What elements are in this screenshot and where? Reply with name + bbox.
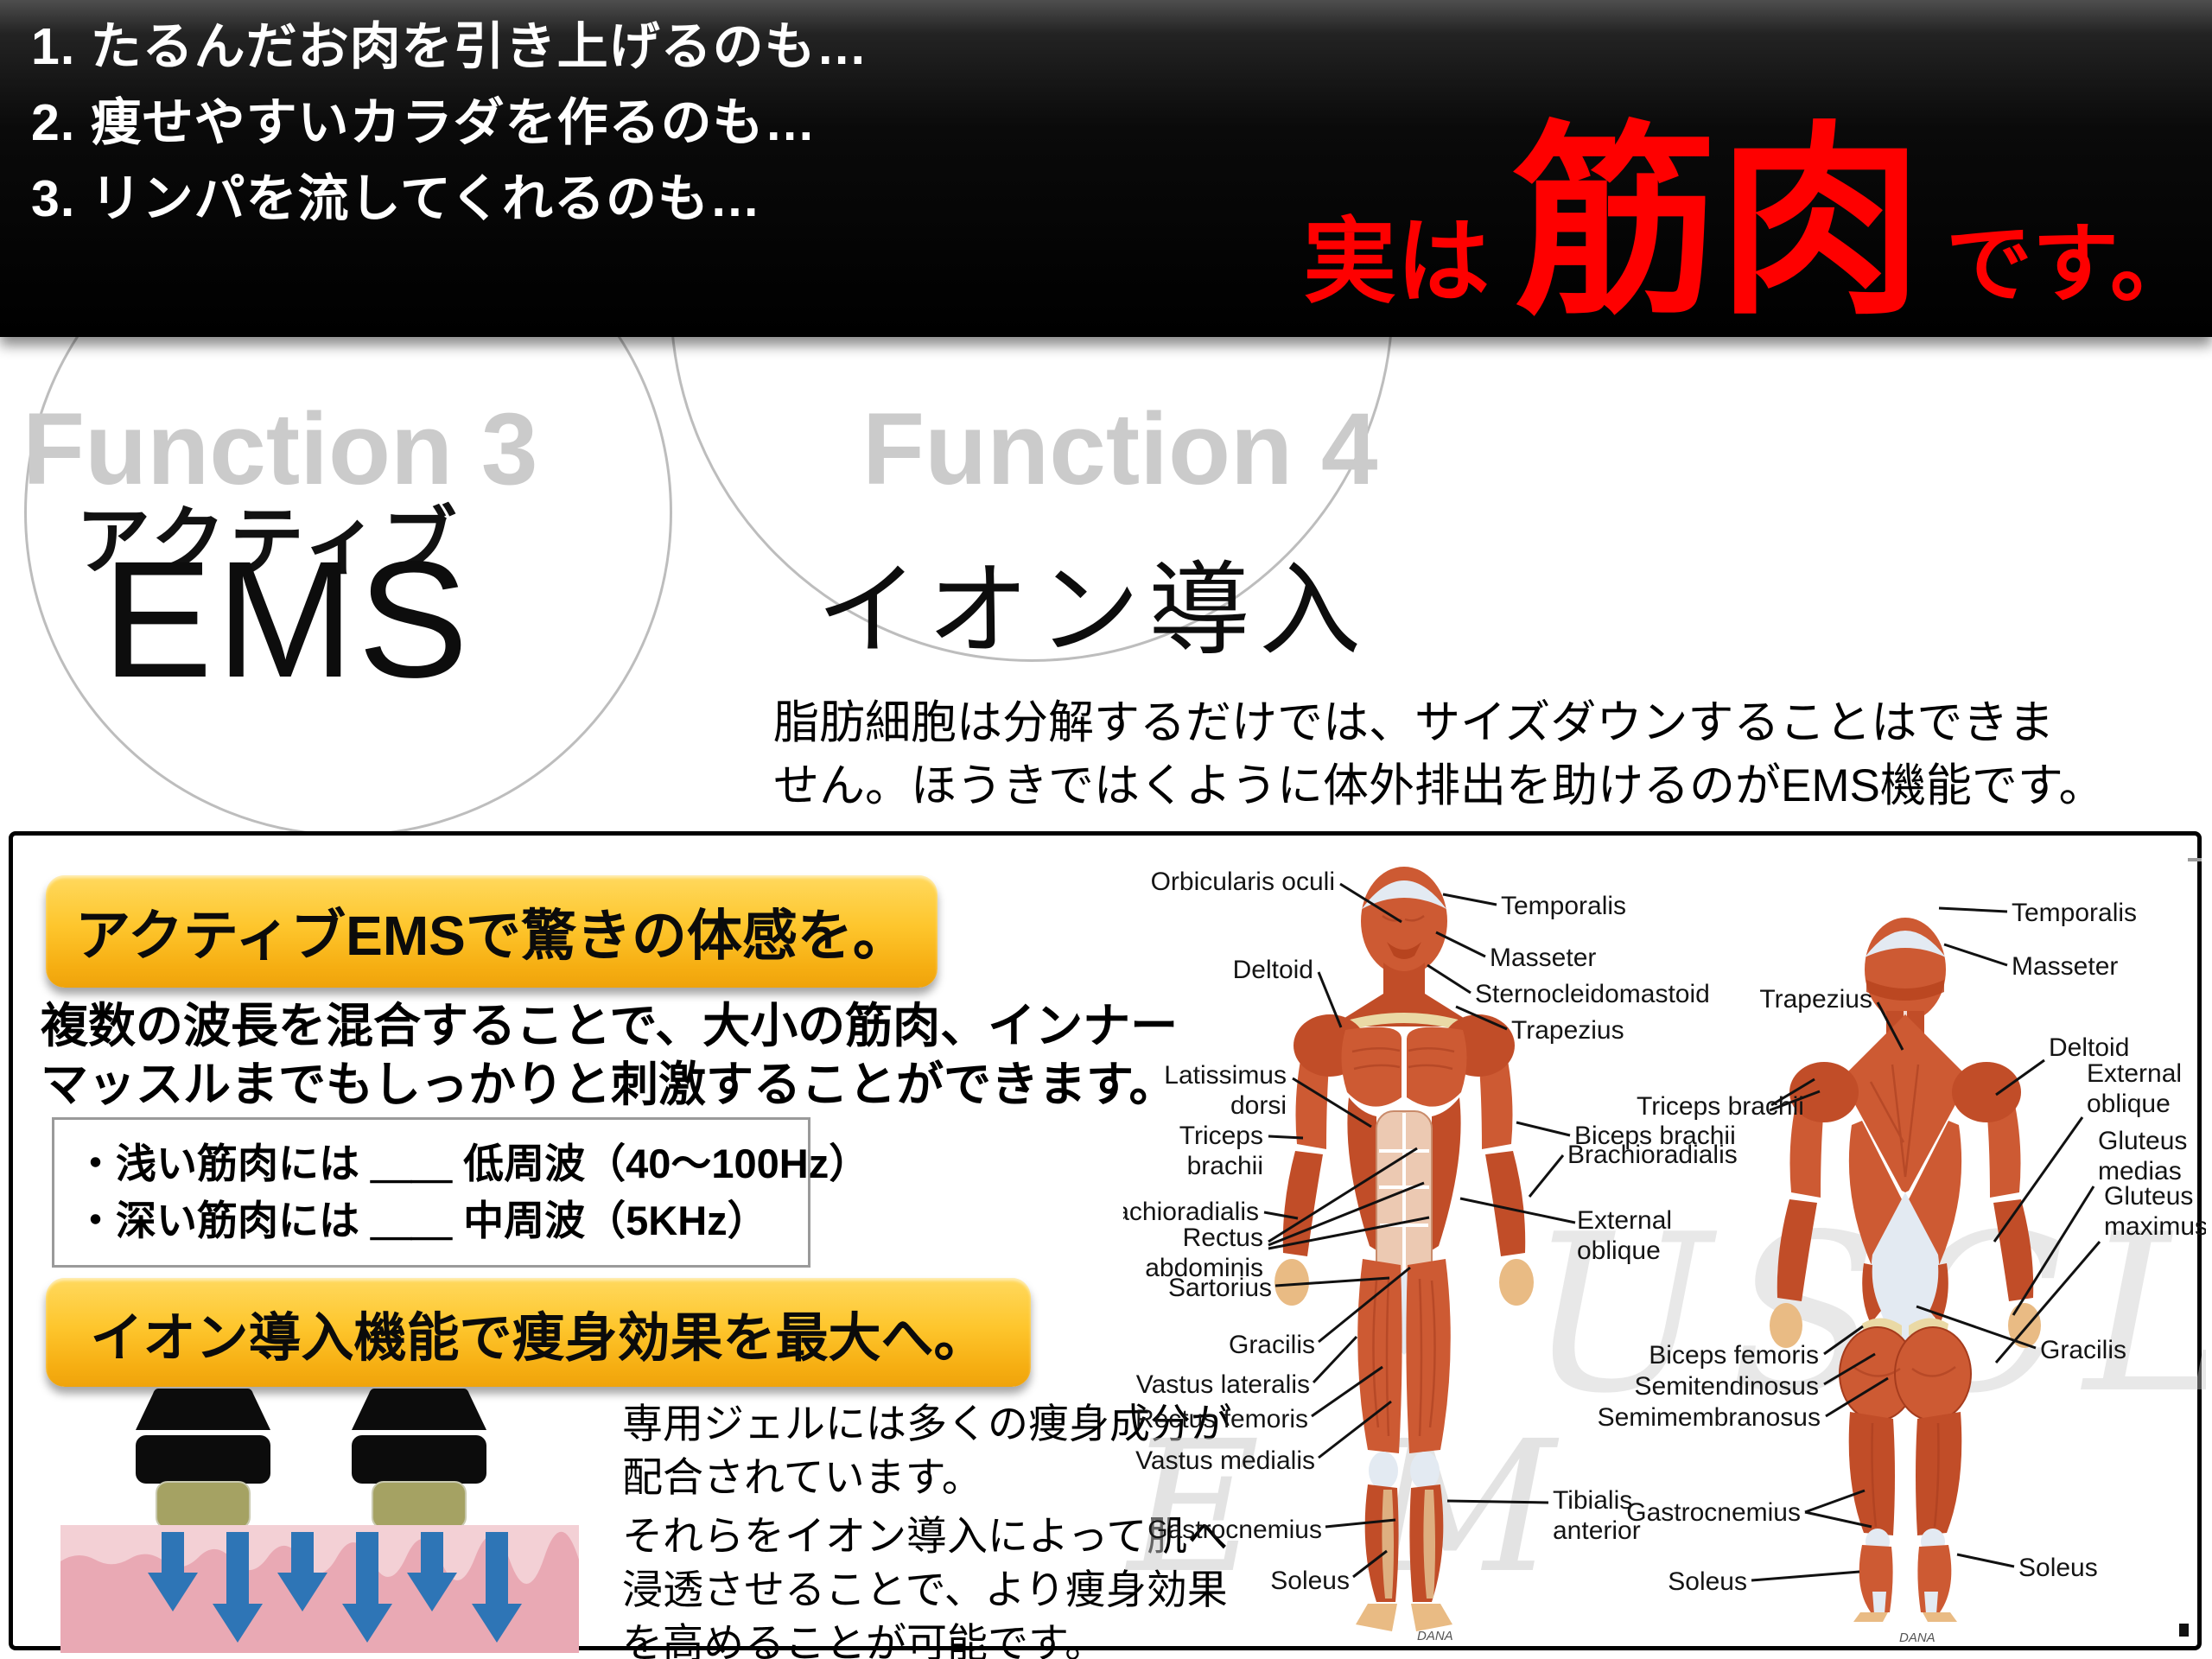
frequency-note-shallow: ・浅い筋肉には ＿＿ 低周波（40～100Hz） bbox=[75, 1141, 870, 1186]
penetration-arrow-icons bbox=[148, 1532, 522, 1643]
content-panel: アクティブEMSで驚きの体感を。 複数の波長を混合することで、大小の筋肉、インナ… bbox=[9, 831, 2206, 1659]
label-leader-lines bbox=[1263, 882, 2101, 1582]
artist-signature: DANA bbox=[1899, 1630, 1936, 1645]
muscle-label: Gastrocnemius bbox=[1626, 1498, 1801, 1527]
muscle-label: Masseter bbox=[1490, 944, 1597, 972]
function4-description-line2: せん。ほうきではくように体外排出を助けるのがEMS機能です。 bbox=[773, 760, 2105, 811]
muscle-label: Soleus bbox=[1668, 1567, 1747, 1596]
corner-square-mark bbox=[2179, 1624, 2189, 1637]
ems-description: 複数の波長を混合することで、大小の筋肉、インナー マッスルまでもしっかりと刺激す… bbox=[41, 996, 1178, 1114]
muscle-label: Semimembranosus bbox=[1597, 1403, 1821, 1432]
muscle-label: Deltoid bbox=[1232, 956, 1313, 984]
muscle-label: Latissimus dorsi bbox=[1164, 1061, 1287, 1120]
muscle-label: Sartorius bbox=[1167, 1274, 1272, 1302]
muscle-label: Brachioradialis bbox=[1567, 1141, 1738, 1169]
function4-label: Function 4 bbox=[862, 392, 1378, 506]
muscle-label: Gracilis bbox=[2040, 1336, 2127, 1364]
electrode-icon bbox=[136, 1389, 486, 1529]
gel-note-2-line2: 浸透させることで、より痩身効果 bbox=[622, 1567, 1228, 1612]
muscle-label: Biceps femoris bbox=[1649, 1341, 1819, 1370]
muscle-label: Trapezius bbox=[1759, 985, 1872, 1014]
ems-description-line1: 複数の波長を混合することで、大小の筋肉、インナー bbox=[41, 999, 1179, 1052]
muscle-label: Soleus bbox=[1270, 1567, 1350, 1595]
watermark-text: E M bbox=[1128, 1402, 1582, 1613]
function3-title: EMS bbox=[102, 526, 473, 712]
gel-note-2-line1: それらをイオン導入によって肌へ bbox=[622, 1513, 1229, 1559]
frequency-note-box: ・浅い筋肉には ＿＿ 低周波（40～100Hz） ・深い筋肉には ＿＿ 中周波（… bbox=[52, 1117, 870, 1268]
muscle-label: Tibialis anterior bbox=[1553, 1486, 1641, 1545]
muscle-label: Gracilis bbox=[1228, 1331, 1315, 1359]
back-muscle-figure-illustration bbox=[1770, 918, 2041, 1622]
function4-title: イオン導入 bbox=[817, 554, 1370, 668]
gel-note-2-line3: を高めることが可能です。 bbox=[622, 1620, 1106, 1659]
gel-note-1-line2: 配合されています。 bbox=[622, 1454, 982, 1500]
benefit-item-1: 1. たるんだお肉を引き上げるのも… bbox=[31, 18, 868, 75]
function4-description: 脂肪細胞は分解するだけでは、サイズダウンすることはできま せん。ほうきではくよう… bbox=[773, 691, 2105, 817]
punchline-tail: です。 bbox=[1946, 216, 2196, 313]
muscle-label: Soleus bbox=[2018, 1554, 2098, 1582]
muscle-label: Deltoid bbox=[2049, 1033, 2130, 1062]
muscle-label: Biceps brachii bbox=[1574, 1122, 1736, 1150]
punchline-lead: 実は bbox=[1302, 209, 1490, 314]
function3-subtitle: アクティブ bbox=[76, 500, 461, 583]
function3-label: Function 3 bbox=[22, 392, 538, 506]
ems-description-line2: マッスルまでもしっかりと刺激することができます。 bbox=[41, 1058, 1177, 1111]
muscle-label: Temporalis bbox=[1501, 892, 1627, 920]
muscle-label: Semitendinosus bbox=[1634, 1372, 1819, 1401]
muscle-label: Triceps brachii bbox=[1637, 1092, 1804, 1121]
gel-note-2: それらをイオン導入によって肌へ 浸透させることで、より痩身効果 を高めることが可… bbox=[622, 1510, 1228, 1659]
top-banner: 1. たるんだお肉を引き上げるのも… 2. 痩せやすいカラダを作るのも… 3. … bbox=[0, 0, 2212, 337]
muscle-label: Trapezius bbox=[1511, 1016, 1624, 1045]
gel-note-1: 専用ジェルには多くの痩身成分が 配合されています。 bbox=[622, 1397, 1231, 1504]
muscle-label: External oblique bbox=[2087, 1059, 2183, 1118]
ion-heading-banner: イオン導入機能で痩身効果を最大へ。 bbox=[46, 1278, 1031, 1387]
corner-dash-mark bbox=[2188, 858, 2202, 861]
gel-note-1-line1: 専用ジェルには多くの痩身成分が bbox=[622, 1401, 1231, 1446]
frequency-note-deep: ・深い筋肉には ＿＿ 中周波（5KHz） bbox=[75, 1198, 768, 1243]
muscle-label: Rectus abdominis bbox=[1145, 1224, 1263, 1282]
muscle-label: External oblique bbox=[1577, 1206, 1673, 1265]
muscle-label: Rectus femoris bbox=[1135, 1405, 1308, 1433]
front-muscle-figure-illustration bbox=[1274, 867, 1534, 1631]
muscle-label: Brachioradialis bbox=[1123, 1198, 1259, 1226]
muscle-label: Gluteus maximus bbox=[2104, 1182, 2206, 1241]
artist-signature: DANA bbox=[1417, 1629, 1453, 1643]
benefit-list: 1. たるんだお肉を引き上げるのも… 2. 痩せやすいカラダを作るのも… 3. … bbox=[31, 9, 868, 237]
muscle-label: Gluteus medias bbox=[2098, 1127, 2188, 1185]
benefit-item-2: 2. 痩せやすいカラダを作るのも… bbox=[31, 94, 817, 151]
muscle-label: Masseter bbox=[2012, 952, 2119, 981]
punchline: 実は 筋肉 です。 bbox=[1303, 121, 2196, 327]
muscle-label: Triceps brachii bbox=[1179, 1122, 1263, 1180]
muscle-label: Sternocleidomastoid bbox=[1475, 980, 1710, 1008]
muscle-label: Gastrocnemius bbox=[1147, 1516, 1322, 1544]
anatomy-diagram: E M USCLE bbox=[1123, 836, 2206, 1646]
iontophoresis-illustration bbox=[60, 1389, 579, 1653]
punchline-emphasis: 筋肉 bbox=[1512, 109, 1923, 338]
function4-description-line1: 脂肪細胞は分解するだけでは、サイズダウンすることはできま bbox=[773, 697, 2055, 748]
benefit-item-3: 3. リンパを流してくれるのも… bbox=[31, 170, 762, 227]
muscle-label: Vastus lateralis bbox=[1135, 1370, 1310, 1399]
muscle-label: Orbicularis oculi bbox=[1150, 868, 1335, 896]
muscle-label: Temporalis bbox=[2012, 899, 2138, 927]
muscle-label: Vastus medialis bbox=[1135, 1446, 1315, 1475]
ems-heading-banner: アクティブEMSで驚きの体感を。 bbox=[46, 875, 938, 988]
